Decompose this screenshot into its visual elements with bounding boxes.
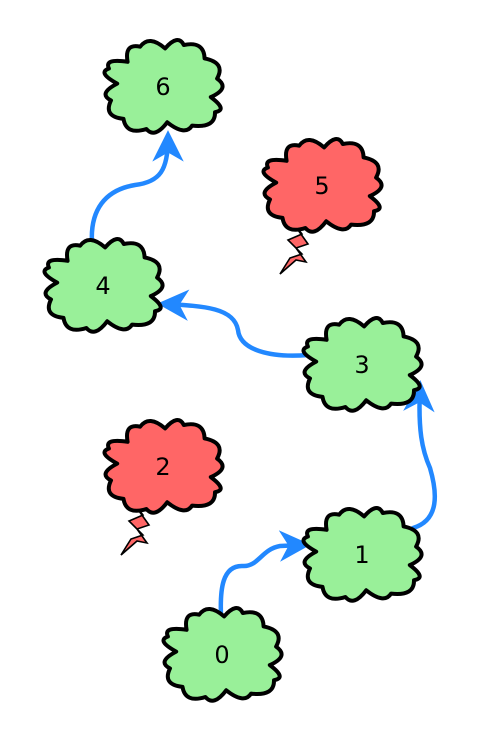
edge-0-to-1: [218, 530, 311, 618]
node-0[interactable]: 0: [161, 606, 284, 703]
node-4[interactable]: 4: [42, 237, 165, 334]
edges-layer: [89, 130, 438, 618]
cloud-shape: [301, 316, 424, 413]
node-label: 4: [95, 272, 110, 300]
cloud-shape: [42, 237, 165, 334]
node-label: 6: [155, 73, 170, 101]
node-2[interactable]: 2: [102, 418, 225, 556]
failed-cloud-shape: [102, 418, 225, 515]
node-label: 3: [354, 351, 369, 379]
node-6[interactable]: 6: [102, 38, 225, 135]
node-label: 0: [214, 641, 229, 669]
cloud-shape: [161, 606, 284, 703]
node-label: 5: [314, 172, 329, 200]
node-5[interactable]: 5: [261, 137, 384, 275]
edge-1-to-3: [403, 380, 438, 531]
failed-cloud-shape: [261, 137, 384, 234]
node-1[interactable]: 1: [301, 506, 424, 603]
node-label: 1: [354, 541, 369, 569]
node-label: 2: [155, 453, 170, 481]
edge-3-to-4: [157, 289, 311, 358]
cloud-shape: [301, 506, 424, 603]
node-3[interactable]: 3: [301, 316, 424, 413]
cloud-shape: [102, 38, 225, 135]
edge-4-to-6: [89, 130, 184, 246]
nodes-layer: 0 1 2 3 4 5 6: [42, 38, 424, 703]
